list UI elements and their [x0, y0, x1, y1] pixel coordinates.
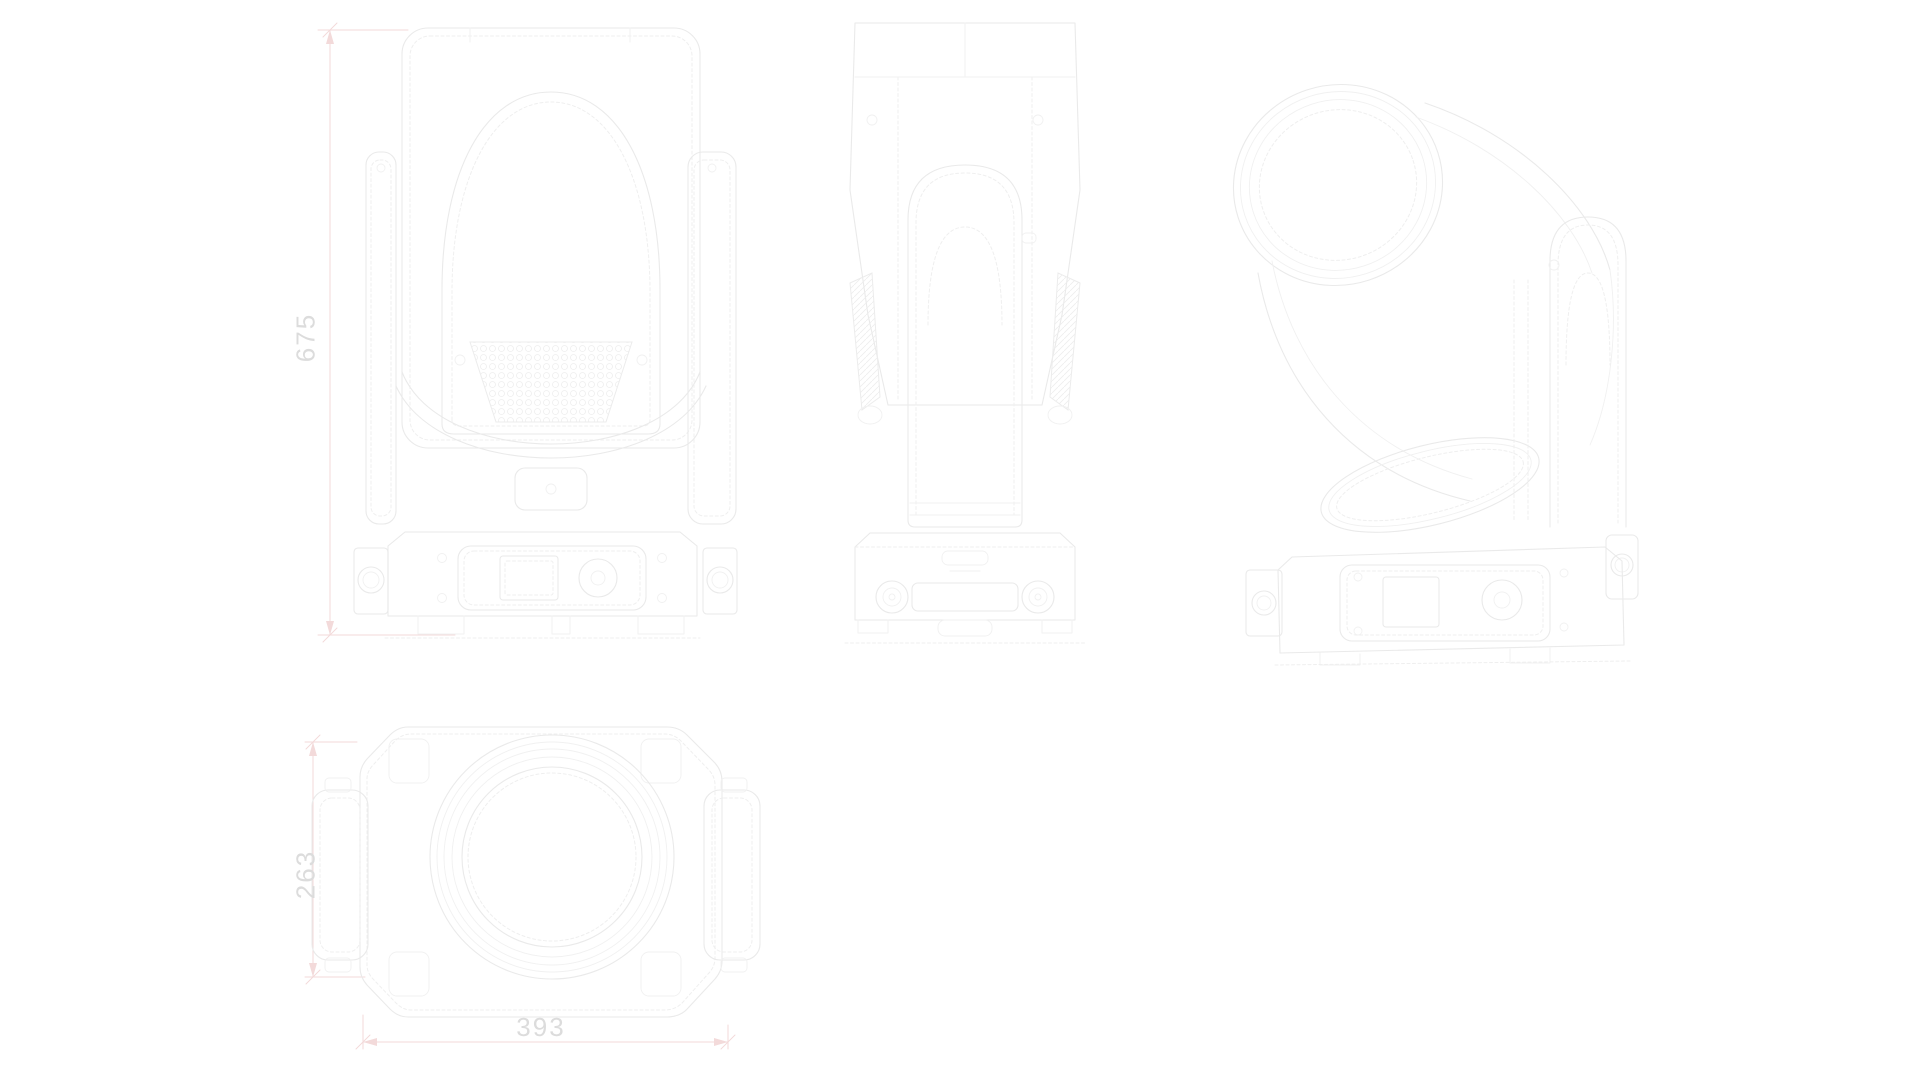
perspective-head-rim	[1320, 437, 1540, 533]
display-panel	[499, 555, 559, 601]
width-dimension-label: 393	[516, 1012, 566, 1042]
vent-grille	[469, 341, 633, 423]
depth-dimension-lines	[304, 734, 366, 985]
display-panel	[1382, 576, 1440, 628]
perspective-view-svg	[1232, 83, 1639, 666]
front-base	[353, 531, 738, 639]
yoke-arm-right	[687, 151, 737, 525]
front-view-drawing	[290, 20, 790, 645]
perspective-view-drawing	[1220, 65, 1640, 666]
top-view-svg	[304, 726, 761, 1050]
base-knob	[1481, 579, 1523, 621]
top-yoke-arm-left	[311, 777, 369, 973]
perspective-yoke-arm	[1513, 216, 1627, 528]
height-dimension-lines	[317, 22, 456, 643]
height-dimension-label: 675	[290, 312, 321, 363]
top-view-drawing	[304, 715, 765, 1060]
perspective-lens	[1232, 83, 1444, 287]
base-knob	[578, 558, 618, 598]
clamp-bracket-right	[1605, 534, 1639, 600]
perspective-head-body	[1257, 102, 1614, 502]
top-lens-rings	[429, 734, 675, 980]
clamp-bracket-left	[353, 547, 389, 615]
lens-arch-outline	[441, 91, 661, 435]
side-head	[849, 22, 1081, 406]
front-head	[401, 27, 701, 449]
clamp-bracket-right	[702, 547, 738, 615]
perspective-base	[1245, 534, 1639, 666]
side-handles	[849, 272, 1081, 425]
side-view-drawing	[830, 15, 1100, 660]
clamp-bracket-left	[1245, 569, 1283, 637]
front-head-lower	[395, 371, 707, 511]
side-view-svg	[844, 22, 1086, 644]
top-head-outline	[359, 726, 723, 1018]
width-dimension-lines	[355, 1014, 736, 1050]
side-yoke-arm	[907, 164, 1037, 528]
depth-dimension-label: 263	[290, 849, 321, 900]
yoke-arm-left	[365, 151, 397, 525]
front-view-svg	[317, 22, 738, 643]
side-base	[844, 532, 1086, 644]
top-yoke-arm-right	[703, 777, 761, 973]
